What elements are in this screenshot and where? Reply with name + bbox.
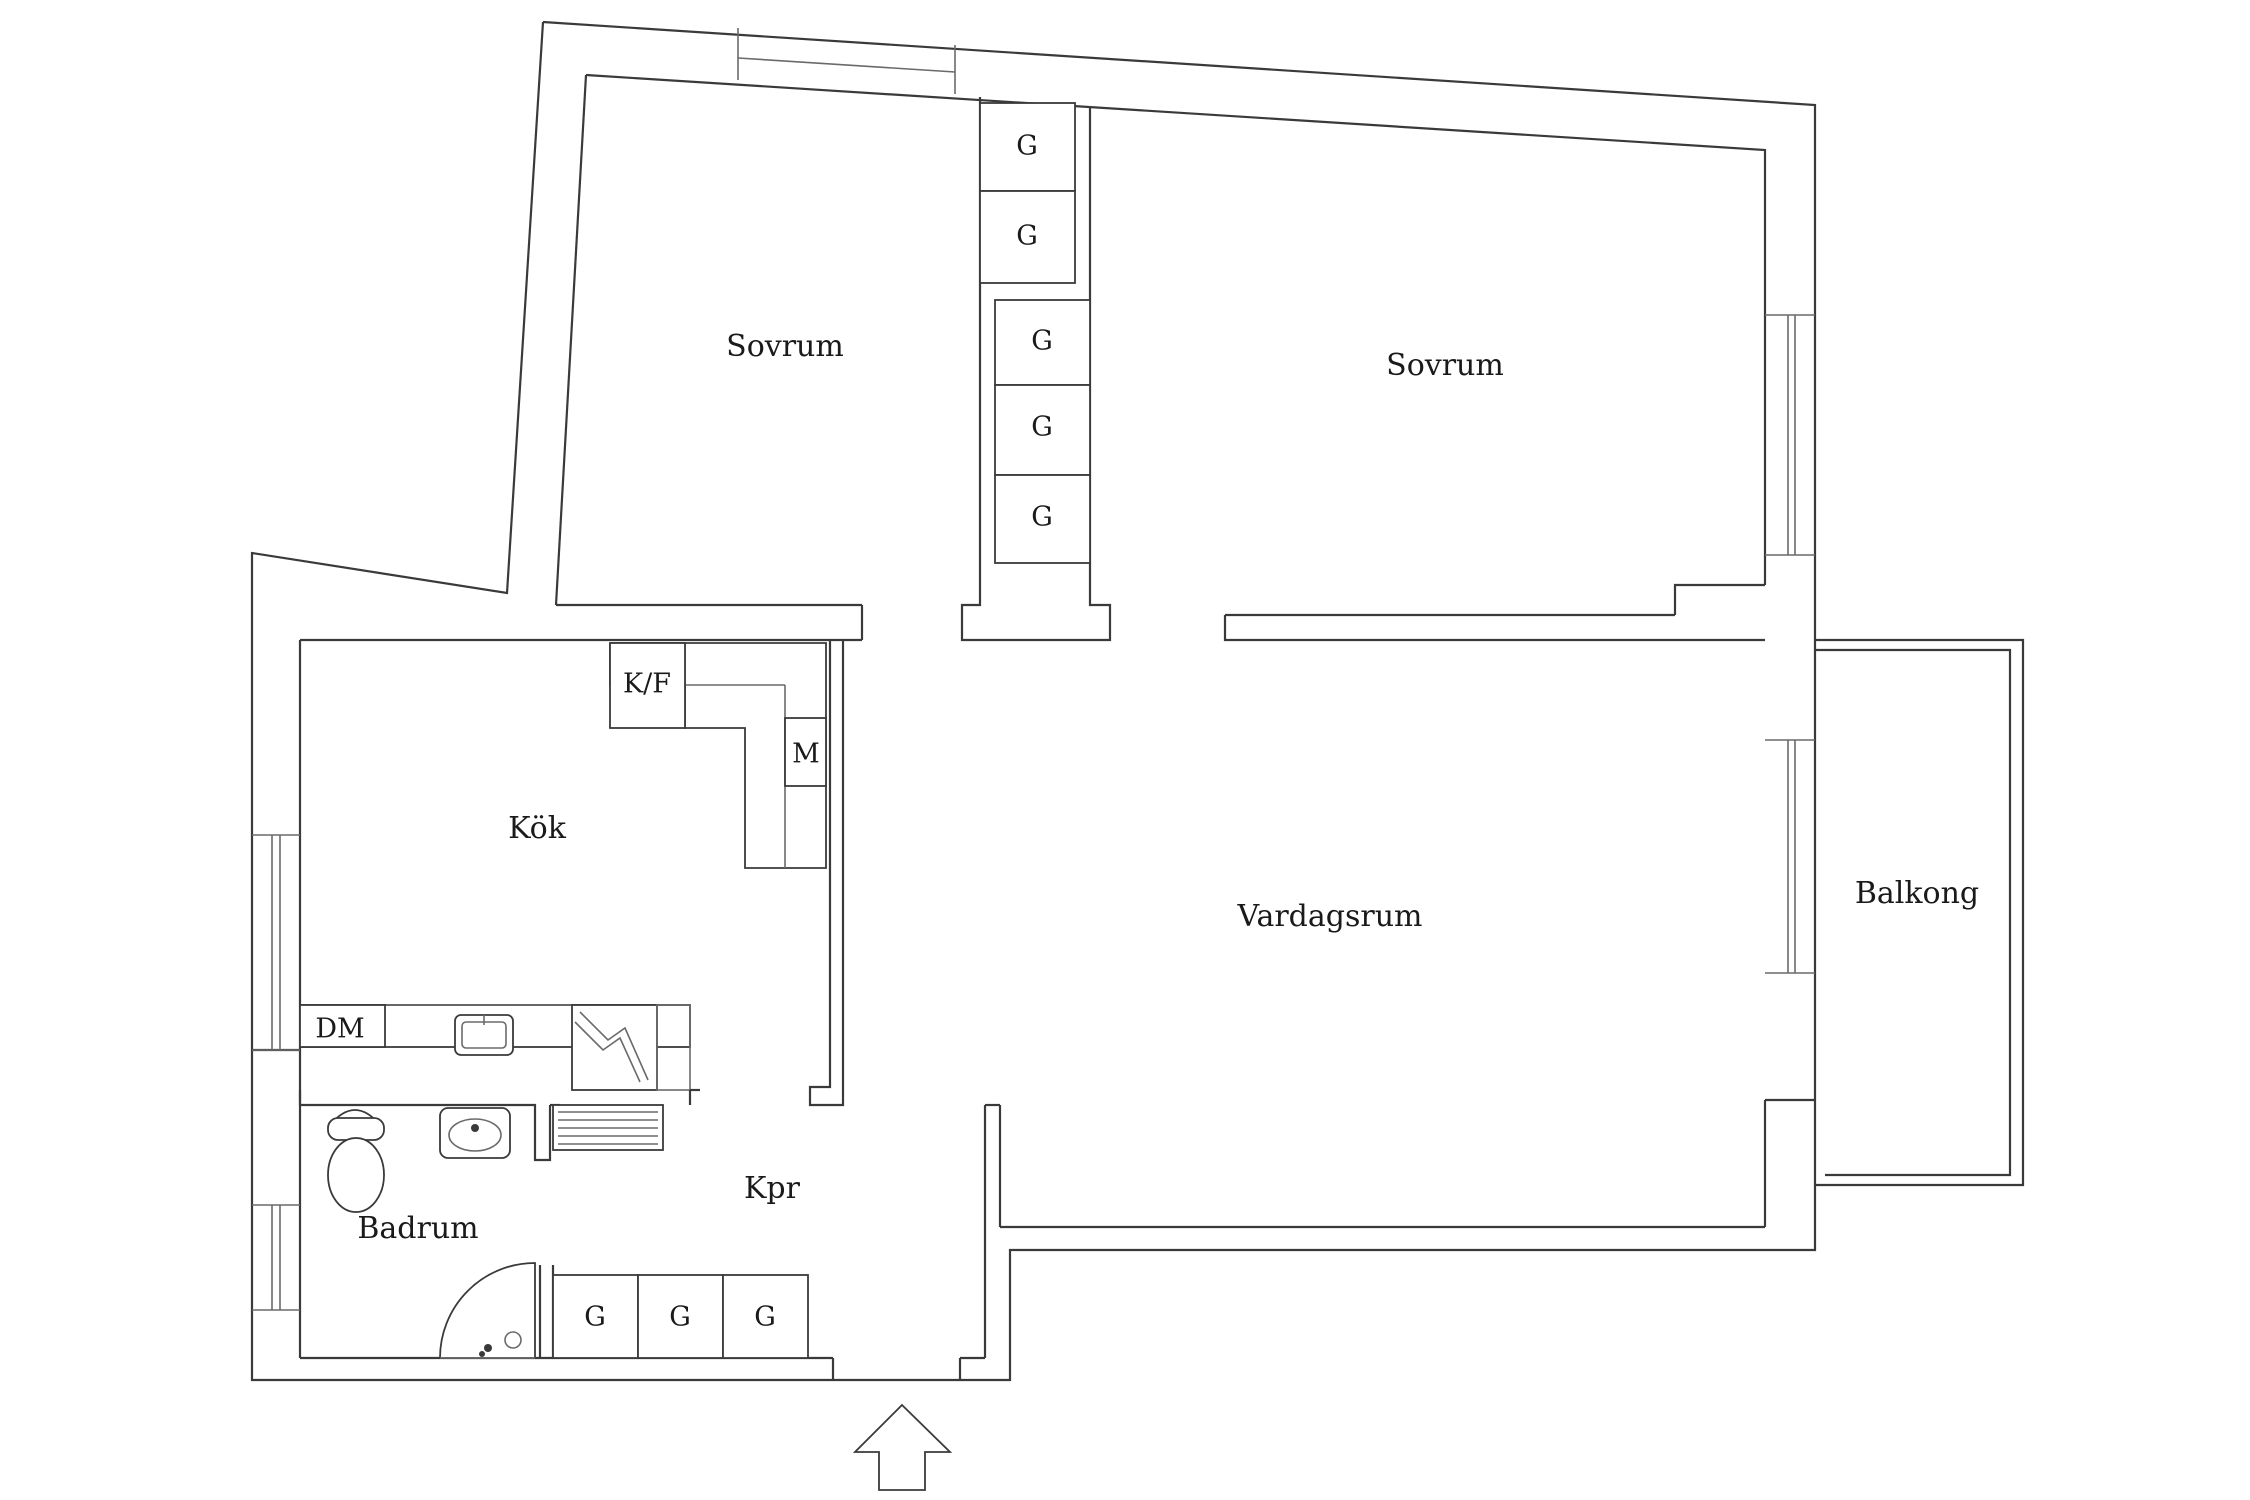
- wardrobe-5: [994, 474, 1091, 564]
- wardrobe-2: [979, 190, 1076, 284]
- room-label-kitchen: Kök: [508, 811, 567, 846]
- room-label-bedroom-1: Sovrum: [726, 329, 844, 364]
- room-label-living-room: Vardagsrum: [1237, 899, 1423, 934]
- wardrobe-label: G: [1016, 221, 1038, 252]
- wardrobe-label: G: [1031, 502, 1053, 533]
- dishwasher-label: DM: [315, 1014, 364, 1045]
- wardrobe-1: [979, 102, 1076, 192]
- room-label-bedroom-2: Sovrum: [1386, 348, 1504, 383]
- bathroom-fixtures: [327, 1104, 664, 1359]
- room-label-bathroom: Badrum: [357, 1211, 478, 1246]
- entrance-arrow-icon: [852, 1403, 953, 1491]
- microwave: [784, 717, 827, 787]
- toilet-icon: [327, 1109, 385, 1213]
- microwave-label: M: [792, 739, 820, 770]
- washbasin-icon: [439, 1107, 511, 1159]
- window-living-right: [1765, 739, 1815, 974]
- wardrobe-label: G: [669, 1302, 691, 1333]
- wardrobe-label: G: [1031, 412, 1053, 443]
- wardrobe-3: [994, 299, 1091, 386]
- wardrobe-label: G: [754, 1302, 776, 1333]
- wardrobe-6: [552, 1274, 639, 1359]
- wardrobe-label: G: [1016, 131, 1038, 162]
- fridge-freezer: [609, 642, 686, 729]
- sink-icon: [454, 1014, 514, 1056]
- shower-icon: [439, 1262, 536, 1359]
- windows: [252, 28, 1815, 1311]
- wardrobes: G G G G G G G G: [552, 102, 1091, 1359]
- wardrobe-8: [722, 1274, 809, 1359]
- window-bedroom-right: [1765, 314, 1815, 556]
- fridge-freezer-label: K/F: [623, 669, 671, 700]
- window-top: [737, 28, 956, 94]
- radiator-icon: [552, 1104, 664, 1151]
- room-label-hallway: Kpr: [744, 1171, 801, 1206]
- kitchen-fixtures: K/F M DM: [299, 642, 827, 1105]
- dishwasher: [299, 1004, 386, 1048]
- stove-icon: [571, 1004, 658, 1091]
- balcony: [1815, 638, 2025, 1187]
- wardrobe-4: [994, 384, 1091, 476]
- room-labels: Sovrum Sovrum Kök Vardagsrum Balkong Kpr…: [357, 329, 1979, 1246]
- room-label-balcony: Balkong: [1855, 876, 1979, 911]
- wardrobe-7: [637, 1274, 724, 1359]
- interior-walls: [252, 97, 1765, 1358]
- window-bathroom-left: [252, 1204, 300, 1311]
- window-kitchen-left: [252, 834, 300, 1051]
- wardrobe-label: G: [1031, 326, 1053, 357]
- wardrobe-label: G: [584, 1302, 606, 1333]
